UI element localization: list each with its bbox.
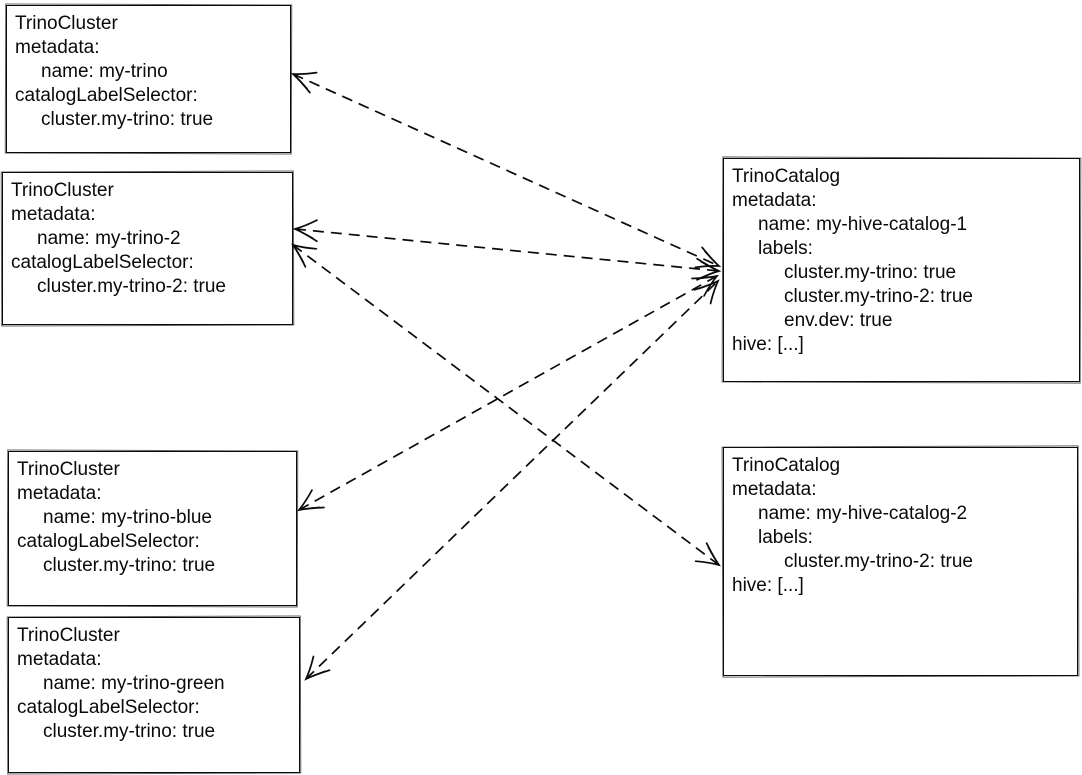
node-line: metadata: <box>17 483 102 504</box>
node-trino-catalog-my-hive-catalog-2: TrinoCatalog metadata: name: my-hive-cat… <box>723 447 1078 676</box>
node-line: hive: [...] <box>732 334 804 355</box>
node-trino-catalog-my-hive-catalog-1: TrinoCatalog metadata: name: my-hive-cat… <box>723 158 1080 382</box>
node-line: cluster.my-trino-2: true <box>37 276 226 297</box>
node-line: metadata: <box>15 37 100 58</box>
node-line: metadata: <box>11 204 96 225</box>
edge-trino-cluster-my-trino-2--trino-catalog-my-hive-catalog-2 <box>290 243 722 567</box>
node-line: metadata: <box>732 190 817 211</box>
node-kind-label: TrinoCatalog <box>732 166 841 187</box>
node-line: cluster.my-trino: true <box>43 721 216 742</box>
node-line: env.dev: true <box>784 310 893 331</box>
node-trino-cluster-my-trino-green: TrinoCluster metadata: name: my-trino-gr… <box>8 617 300 773</box>
node-line: name: my-trino-blue <box>43 507 212 528</box>
node-line: cluster.my-trino: true <box>41 109 214 130</box>
edge-trino-cluster-my-trino-2--trino-catalog-my-hive-catalog-1 <box>292 219 722 281</box>
node-kind-label: TrinoCatalog <box>732 455 841 476</box>
edge-trino-cluster-my-trino-blue--trino-catalog-my-hive-catalog-1 <box>296 274 720 512</box>
node-line: name: my-trino-green <box>43 673 225 694</box>
node-trino-cluster-my-trino-blue: TrinoCluster metadata: name: my-trino-bl… <box>8 451 297 606</box>
node-line: catalogLabelSelector: <box>17 697 200 718</box>
node-kind-label: TrinoCluster <box>17 625 120 646</box>
node-line: name: my-trino <box>41 61 168 82</box>
node-line: hive: [...] <box>732 575 804 596</box>
node-line: name: my-hive-catalog-1 <box>758 214 968 235</box>
node-line: labels: <box>758 527 813 548</box>
node-line: cluster.my-trino-2: true <box>784 286 973 307</box>
node-trino-cluster-my-trino: TrinoCluster metadata: name: my-trino ca… <box>6 5 291 153</box>
node-trino-cluster-my-trino-2: TrinoCluster metadata: name: my-trino-2 … <box>2 172 293 325</box>
node-line: catalogLabelSelector: <box>11 252 194 273</box>
node-kind-label: TrinoCluster <box>15 13 118 34</box>
node-line: catalogLabelSelector: <box>15 85 198 106</box>
node-line: name: my-trino-2 <box>37 228 181 249</box>
edge-trino-cluster-my-trino--trino-catalog-my-hive-catalog-1 <box>290 71 722 269</box>
node-line: catalogLabelSelector: <box>17 531 200 552</box>
node-line: cluster.my-trino: true <box>784 262 957 283</box>
node-line: metadata: <box>17 649 102 670</box>
node-line: cluster.my-trino-2: true <box>784 551 973 572</box>
node-line: labels: <box>758 238 813 259</box>
node-line: cluster.my-trino: true <box>43 555 216 576</box>
node-kind-label: TrinoCluster <box>17 459 120 480</box>
node-line: metadata: <box>732 479 817 500</box>
node-line: name: my-hive-catalog-2 <box>758 503 968 524</box>
node-kind-label: TrinoCluster <box>11 180 114 201</box>
edge-trino-cluster-my-trino-green--trino-catalog-my-hive-catalog-1 <box>304 279 720 681</box>
